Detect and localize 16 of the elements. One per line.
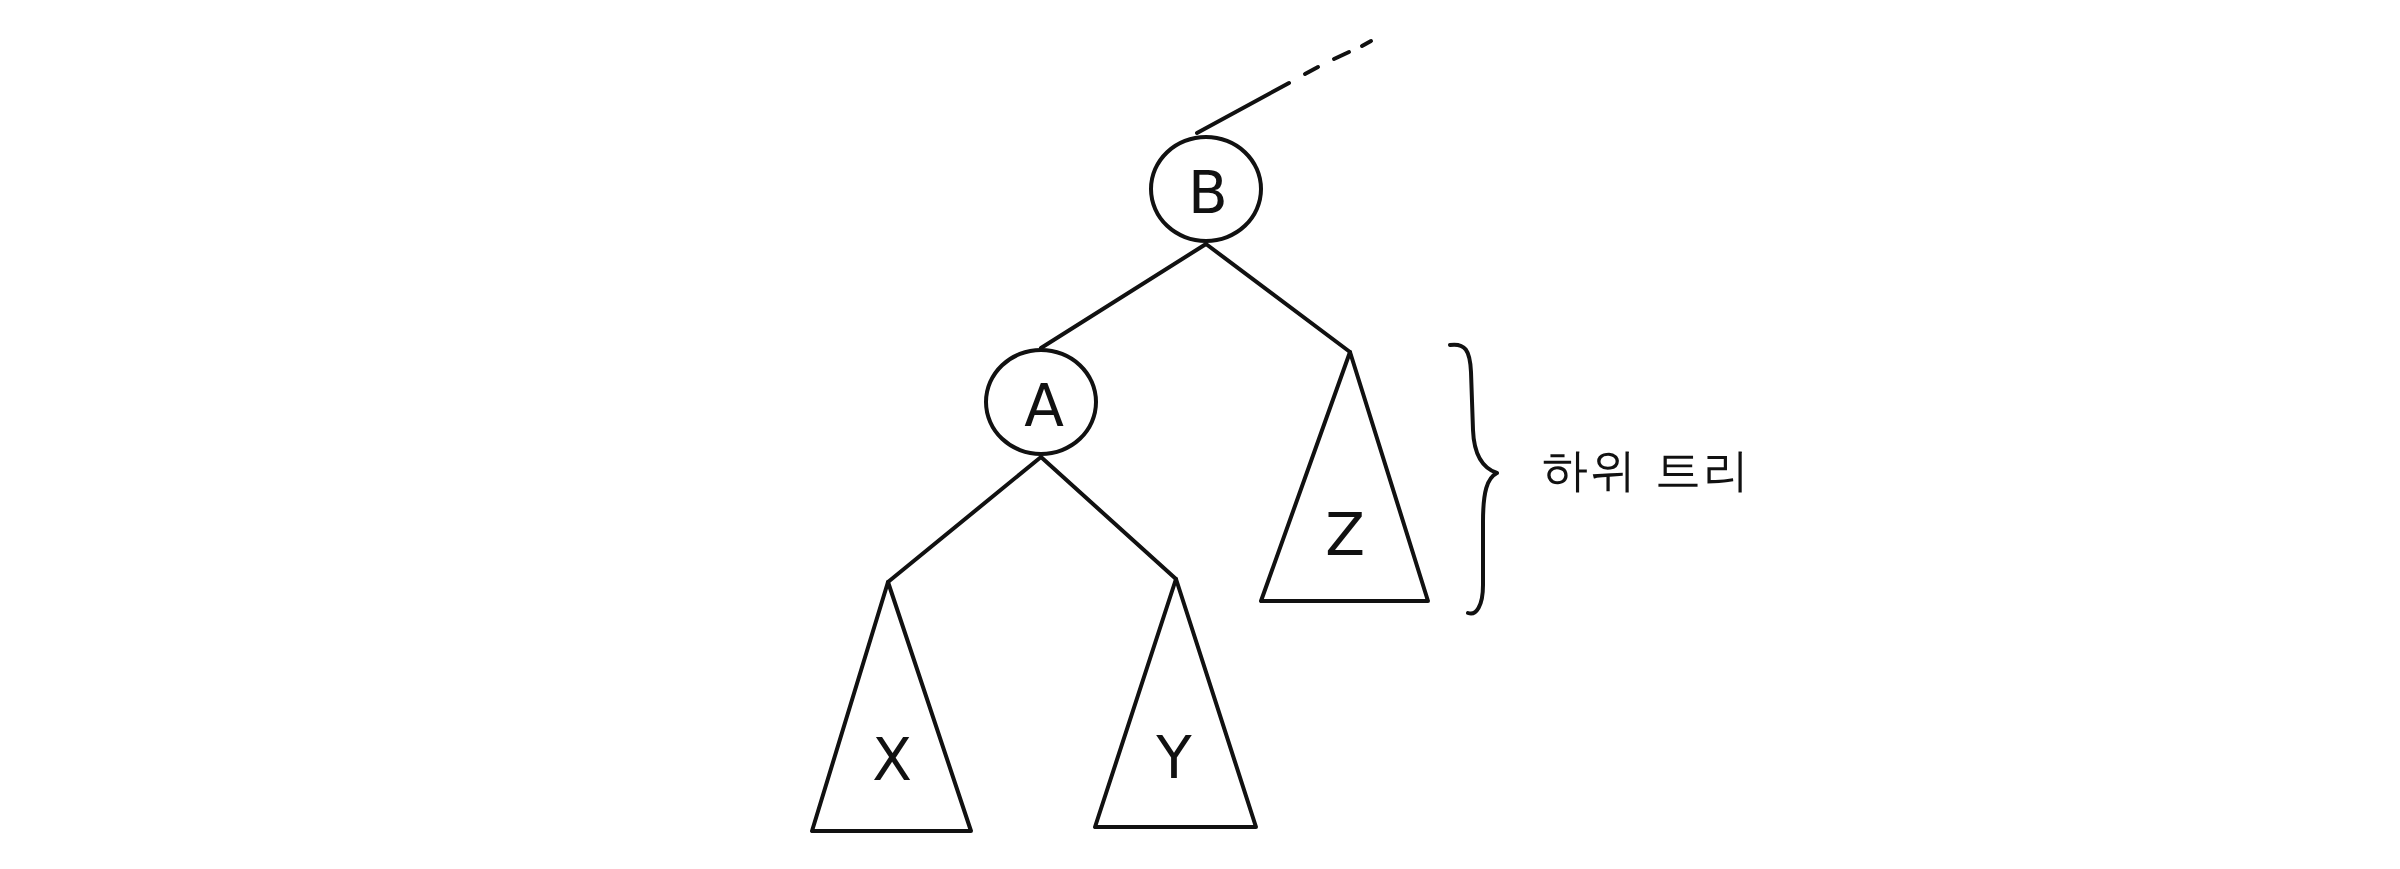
edge-line: [1039, 455, 1178, 581]
circle-node: [1149, 135, 1263, 243]
brace-label: 하위 트리: [1542, 447, 1751, 493]
triangle-node: [1258, 349, 1431, 604]
edge-line: [1204, 242, 1352, 354]
edge-line: [1195, 81, 1291, 135]
node-label: B: [1188, 164, 1228, 222]
node-label: A: [1024, 377, 1064, 435]
node-label: Z: [1325, 506, 1365, 564]
node-label: Y: [1156, 729, 1192, 787]
circle-node: [984, 348, 1098, 456]
edge-line: [1039, 242, 1208, 350]
triangle-node: [1092, 576, 1259, 830]
node-label: X: [872, 731, 912, 789]
edge-line: [886, 455, 1043, 584]
triangle-node: [809, 579, 974, 834]
